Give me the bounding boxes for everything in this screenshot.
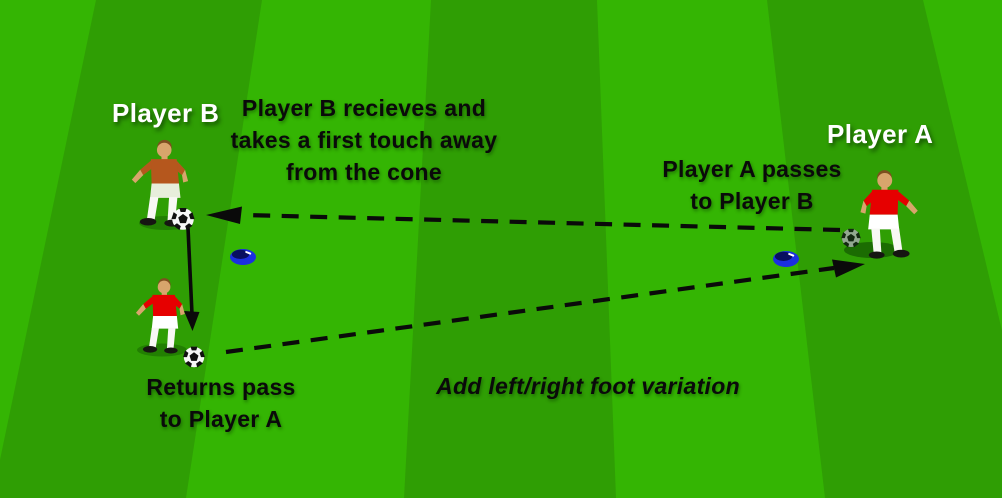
variation-note: Add left/right foot variation xyxy=(436,373,740,399)
player-b-label: Player B xyxy=(112,98,220,128)
pass-arrow-a-to-b xyxy=(206,206,841,233)
return-note: Returns pass to Player A xyxy=(146,374,296,432)
training-cone-icon-left xyxy=(229,248,257,266)
pass-note: Player A passes to Player B xyxy=(662,156,842,214)
player-a-label: Player A xyxy=(827,119,934,149)
field-stripe-dark-3 xyxy=(767,0,1002,498)
receive-note: Player B recieves and takes a first touc… xyxy=(230,95,498,185)
training-cone-icon-right xyxy=(772,250,800,268)
player-a-shadow xyxy=(844,242,900,258)
first-touch-movement-line xyxy=(184,227,200,331)
field-stripe-dark-1 xyxy=(0,0,262,498)
soccer-ball-icon-a xyxy=(841,228,860,247)
return-pass-arrow xyxy=(225,259,865,355)
field-stripe-dark-2 xyxy=(404,0,616,498)
